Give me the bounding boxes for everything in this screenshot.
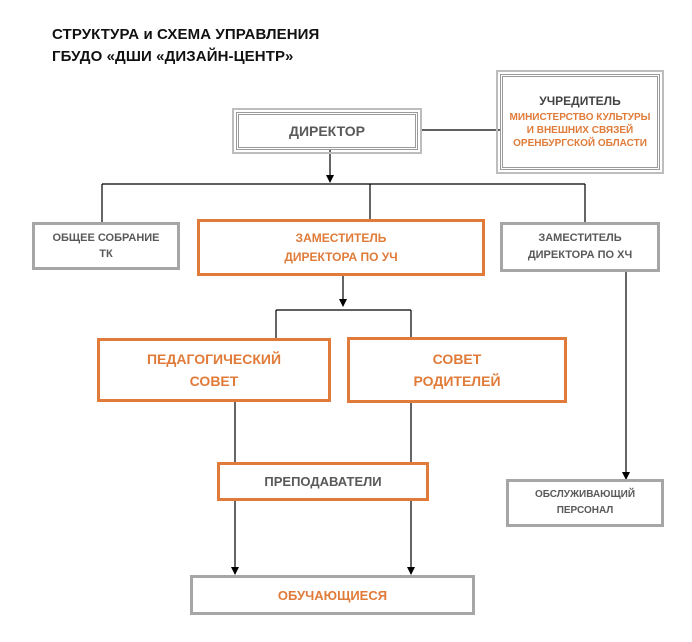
director-box: ДИРЕКТОР	[232, 108, 422, 154]
founder-heading: УЧРЕДИТЕЛЬ	[539, 94, 621, 108]
service-staff-box: ОБСЛУЖИВАЮЩИЙ ПЕРСОНАЛ	[506, 479, 664, 527]
deputy-hch-label: ЗАМЕСТИТЕЛЬ ДИРЕКТОРА ПО ХЧ	[527, 232, 633, 261]
service-staff-label: ОБСЛУЖИВАЮЩИЙ ПЕРСОНАЛ	[534, 489, 636, 516]
parent-council-label: СОВЕТ РОДИТЕЛЕЙ	[413, 351, 501, 389]
deputy-hch-box: ЗАМЕСТИТЕЛЬ ДИРЕКТОРА ПО ХЧ	[500, 222, 660, 272]
parent-council-box: СОВЕТ РОДИТЕЛЕЙ	[347, 337, 567, 403]
teachers-label: ПРЕПОДАВАТЕЛИ	[264, 474, 382, 489]
deputy-uch-label: ЗАМЕСТИТЕЛЬ ДИРЕКТОРА ПО УЧ	[284, 230, 398, 264]
ped-council-box: ПЕДАГОГИЧЕСКИЙ СОВЕТ	[97, 338, 331, 402]
director-label: ДИРЕКТОР	[288, 123, 366, 139]
deputy-uch-box: ЗАМЕСТИТЕЛЬ ДИРЕКТОРА ПО УЧ	[197, 219, 485, 276]
students-box: ОБУЧАЮЩИЕСЯ	[190, 575, 475, 615]
founder-body: МИНИСТЕРСТВО КУЛЬТУРЫ И ВНЕШНИХ СВЯЗЕЙ О…	[509, 112, 651, 149]
diagram-title-line2: ГБУДО «ДШИ «ДИЗАЙН-ЦЕНТР»	[52, 48, 294, 65]
diagram-title-line1: СТРУКТУРА и СХЕМА УПРАВЛЕНИЯ	[52, 26, 320, 43]
students-label: ОБУЧАЮЩИЕСЯ	[277, 587, 388, 603]
founder-box: УЧРЕДИТЕЛЬ МИНИСТЕРСТВО КУЛЬТУРЫ И ВНЕШН…	[496, 70, 664, 174]
ped-council-label: ПЕДАГОГИЧЕСКИЙ СОВЕТ	[146, 351, 282, 389]
general-meeting-label: ОБЩЕЕ СОБРАНИЕ ТК	[52, 232, 160, 260]
general-meeting-box: ОБЩЕЕ СОБРАНИЕ ТК	[32, 222, 180, 270]
teachers-box: ПРЕПОДАВАТЕЛИ	[217, 462, 429, 501]
